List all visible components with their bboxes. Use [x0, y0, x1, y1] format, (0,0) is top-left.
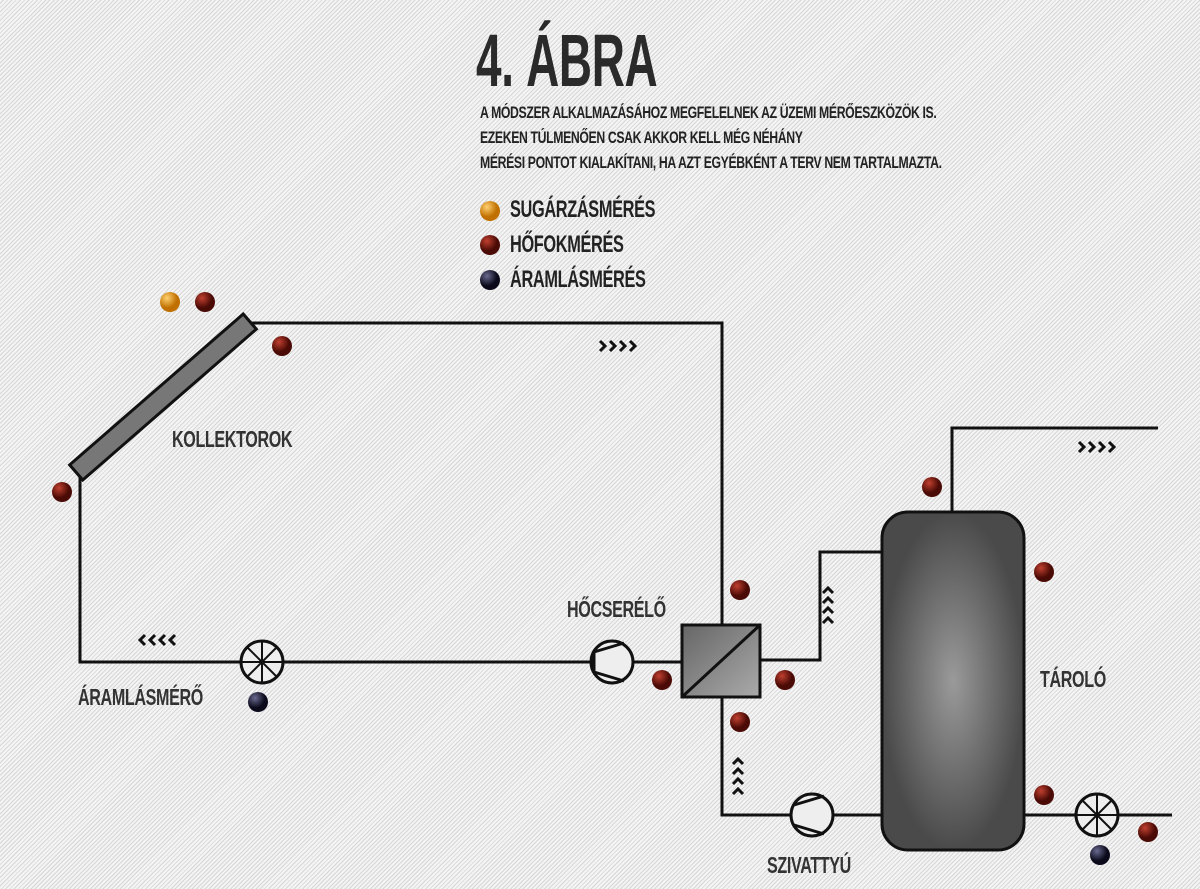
temperature-sensor	[652, 670, 672, 690]
legend-temperature: HŐFOKMÉRÉS	[510, 231, 624, 258]
label-flow-meter: ÁRAMLÁSMÉRŐ	[78, 684, 203, 710]
sensor-dots	[52, 201, 1158, 865]
pump-icon	[789, 792, 835, 838]
legend-dot-radiation	[480, 201, 500, 221]
temperature-sensor	[52, 482, 72, 502]
temperature-sensor	[1034, 785, 1054, 805]
legend-dot-flow	[480, 270, 500, 290]
temperature-sensor	[730, 580, 750, 600]
legend-flow: ÁRAMLÁSMÉRÉS	[510, 266, 646, 293]
temperature-sensor	[922, 477, 942, 497]
pump-icon	[589, 639, 635, 685]
heat-exchanger	[680, 623, 762, 699]
flow-sensor	[248, 692, 268, 712]
flow-arrows-icon	[137, 339, 1117, 796]
temperature-sensor	[1138, 822, 1158, 842]
label-storage: TÁROLÓ	[1040, 666, 1106, 692]
label-heat-exchanger: HŐCSERÉLŐ	[567, 596, 666, 622]
legend-dot-temperature	[480, 235, 500, 255]
legend-radiation: SUGÁRZÁSMÉRÉS	[510, 196, 656, 223]
description-line: MÉRÉSI PONTOT KIALAKÍTANI, HA AZT EGYÉBK…	[480, 153, 942, 172]
label-collectors: KOLLEKTOROK	[172, 426, 293, 452]
temperature-sensor	[730, 712, 750, 732]
temperature-sensor	[195, 292, 215, 312]
flow-meter-icon	[239, 639, 285, 685]
figure-title: 4. ÁBRA	[476, 19, 658, 102]
collector	[67, 311, 259, 483]
flow-meter-icon	[1074, 792, 1120, 838]
description-line: A MÓDSZER ALKALMAZÁSÁHOZ MEGFELELNEK AZ …	[480, 103, 937, 122]
storage-tank	[880, 510, 1026, 852]
temperature-sensor	[1034, 562, 1054, 582]
temperature-sensor	[272, 336, 292, 356]
flow-sensor	[1090, 845, 1110, 865]
temperature-sensor	[775, 670, 795, 690]
description-line: EZEKEN TÚLMENŐEN CSAK AKKOR KELL MÉG NÉH…	[480, 128, 803, 147]
radiation-sensor	[160, 292, 180, 312]
label-pump: SZIVATTYÚ	[767, 852, 851, 878]
